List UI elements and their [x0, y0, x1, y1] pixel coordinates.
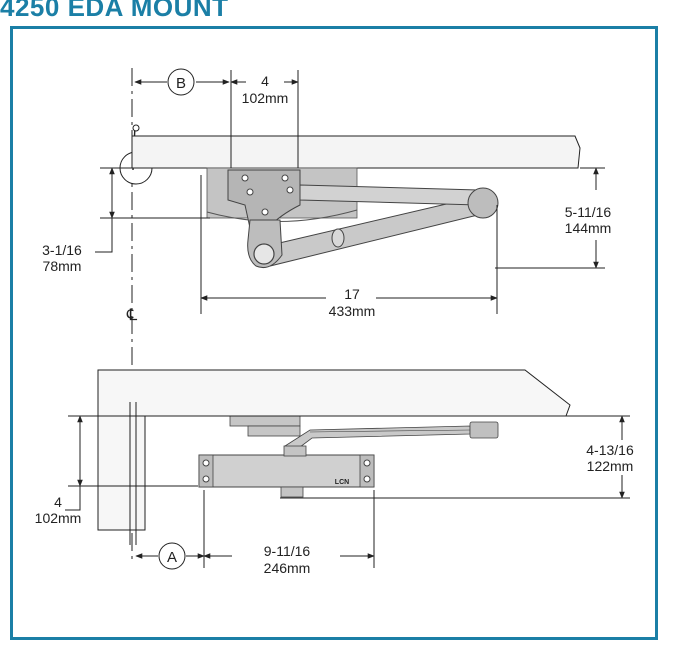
plate-screw — [286, 186, 294, 194]
dim-4-bottom-leader — [65, 486, 81, 511]
arm-bracket — [229, 415, 301, 427]
hinge-pin-head — [132, 124, 140, 132]
dim-4-mm: 102mm — [242, 90, 289, 106]
plate-screw — [246, 188, 254, 196]
centerline-symbol: ℄ — [126, 307, 138, 324]
arm-adjuster — [331, 228, 345, 248]
arm-elevation — [284, 425, 471, 451]
pinion-cap — [283, 445, 307, 457]
dim-5-11-16-mm: 144mm — [565, 220, 612, 236]
arm-shoe-plate — [247, 425, 301, 437]
callout-a-circle — [158, 542, 186, 570]
dim-4-13-16-mm: 122mm — [587, 458, 634, 474]
bottom-view: LCN 4-13/16 122mm 4 102mm A 9-11/16 246m… — [35, 369, 634, 576]
callout-a-label: A — [167, 549, 177, 566]
arm-rail — [309, 429, 471, 433]
pinion-circle — [253, 243, 275, 265]
dim-3-1-16-leader — [95, 218, 113, 253]
plate-screw — [241, 174, 249, 182]
mounting-plate — [227, 169, 301, 229]
body-screw — [363, 459, 371, 467]
closer-brand-label: LCN — [335, 479, 349, 486]
drawing-frame — [10, 26, 658, 640]
dim-5-11-16-inch: 5-11/16 — [565, 204, 612, 220]
callout-b-circle — [167, 68, 195, 96]
closer-base — [206, 209, 358, 223]
body-screw — [202, 475, 210, 483]
dim-9-11-16-mm: 246mm — [264, 560, 311, 576]
body-screw — [202, 459, 210, 467]
dim-3-1-16-mm: 78mm — [43, 258, 82, 274]
arm-shoe — [467, 187, 499, 219]
dim-17-mm: 433mm — [329, 303, 376, 319]
page-title: 4250 EDA MOUNT — [0, 0, 229, 22]
callout-b-label: B — [176, 75, 186, 92]
dim-17-inch: 17 — [344, 286, 360, 302]
top-view: B 4 102mm 5-11/16 144mm 3-1/16 78mm 17 4… — [42, 68, 611, 560]
dim-4-inch: 4 — [261, 73, 269, 89]
dim-4-13-16-inch: 4-13/16 — [586, 442, 634, 458]
door-elevation — [97, 369, 571, 531]
body-screw — [363, 475, 371, 483]
dim-4-bottom-mm: 102mm — [35, 510, 82, 526]
valve-cap — [280, 486, 304, 498]
arm-end — [469, 421, 499, 439]
dim-4-bottom-inch: 4 — [54, 494, 62, 510]
dim-9-11-16-inch: 9-11/16 — [264, 543, 311, 559]
door-top-view — [131, 135, 581, 169]
plate-screw — [281, 174, 289, 182]
dim-3-1-16-inch: 3-1/16 — [42, 242, 82, 258]
plate-screw — [261, 208, 269, 216]
